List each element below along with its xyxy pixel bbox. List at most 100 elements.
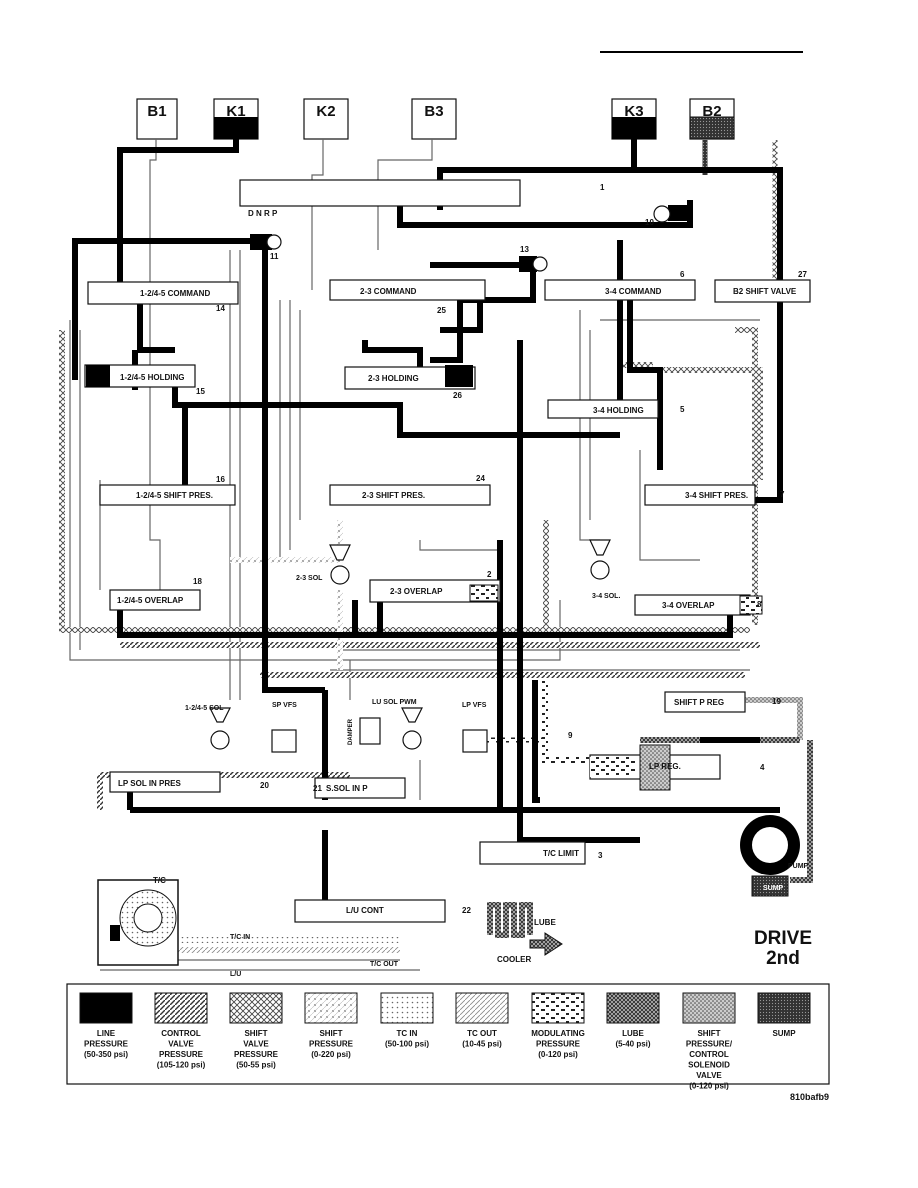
valve-1245-command: 1-2/4-5 COMMAND xyxy=(140,289,210,298)
valve-23-shift-pres: 2-3 SHIFT PRES. xyxy=(362,491,425,500)
legend-swatch-spcs xyxy=(682,992,736,1024)
valve-lp-reg: LP REG. xyxy=(649,762,681,771)
selector-positions: D N R P xyxy=(248,209,278,218)
legend-label-3-2: (0-220 psi) xyxy=(311,1050,351,1059)
legend-swatch-line xyxy=(79,992,133,1024)
callout-14: 14 xyxy=(216,304,225,313)
sol-1245: 1-2/4-5 SOL xyxy=(185,705,224,712)
legend-label-1-0: CONTROL xyxy=(161,1029,201,1038)
callout-13: 13 xyxy=(520,245,529,254)
legend-label-8-2: CONTROL xyxy=(689,1050,729,1059)
callout-16: 16 xyxy=(216,475,225,484)
callout-21: 21 xyxy=(313,784,322,793)
legend-label-0-1: PRESSURE xyxy=(84,1040,129,1049)
valve-23-command: 2-3 COMMAND xyxy=(360,287,417,296)
clutch-b2 xyxy=(689,98,735,140)
lu-label: L/U xyxy=(230,971,241,978)
callout-25: 25 xyxy=(437,306,446,315)
legend-label-4-1: (50-100 psi) xyxy=(385,1040,429,1049)
valve-23-holding: 2-3 HOLDING xyxy=(368,374,419,383)
legend-label-2-2: PRESSURE xyxy=(234,1050,279,1059)
sol-23: 2-3 SOL xyxy=(296,575,323,582)
clutch-label-b3: B3 xyxy=(424,103,443,120)
legend-label-8-5: (0-120 psi) xyxy=(689,1082,729,1091)
cooler-label: COOLER xyxy=(497,955,531,964)
legend-label-5-1: (10-45 psi) xyxy=(462,1040,502,1049)
legend-label-1-1: VALVE xyxy=(168,1040,194,1049)
callout-15: 15 xyxy=(196,387,205,396)
mode-title: DRIVE xyxy=(754,928,812,949)
pump xyxy=(740,815,800,897)
legend-label-0-2: (50-350 psi) xyxy=(84,1050,128,1059)
figure-id: 810bafb9 xyxy=(790,1092,829,1102)
valve-23-overlap: 2-3 OVERLAP xyxy=(390,587,443,596)
callout-8: 8 xyxy=(757,600,762,609)
text-labels: B1 K1 K2 B3 K3 B2 D N R P 1-2/4-5 COMMAN… xyxy=(117,103,812,978)
legend-swatch-shift-valve xyxy=(229,992,283,1024)
legend-swatch-shift xyxy=(304,992,358,1024)
legend-swatch-modulating xyxy=(531,992,585,1024)
clutch-label-k1: K1 xyxy=(226,103,245,120)
legend-label-2-0: SHIFT xyxy=(244,1029,267,1038)
callout-2: 2 xyxy=(487,570,492,579)
callout-24: 24 xyxy=(476,474,485,483)
valve-lu-cont: L/U CONT xyxy=(346,906,384,915)
callout-3: 3 xyxy=(598,851,603,860)
callout-18: 18 xyxy=(193,577,202,586)
cooler xyxy=(487,902,563,956)
callout-19: 19 xyxy=(772,697,781,706)
legend-label-4-0: TC IN xyxy=(397,1029,418,1038)
legend-label-6-0: MODULATING xyxy=(531,1029,585,1038)
legend xyxy=(66,983,830,1085)
legend-label-7-1: (5-40 psi) xyxy=(615,1040,650,1049)
legend-swatch-sump xyxy=(757,992,811,1024)
pattern-passages xyxy=(59,140,813,953)
clutch-k2 xyxy=(303,98,349,140)
clutch-b1 xyxy=(136,98,178,140)
solenoids xyxy=(209,539,611,753)
lube-label: LUBE xyxy=(534,918,556,927)
pump-label: PUMP xyxy=(788,863,809,870)
legend-label-8-4: VALVE xyxy=(696,1071,722,1080)
valve-34-overlap: 3-4 OVERLAP xyxy=(662,601,715,610)
valve-34-shift-pres: 3-4 SHIFT PRES. xyxy=(685,491,748,500)
tc-label: T/C xyxy=(153,876,166,885)
tc-in-label: T/C IN xyxy=(230,934,250,941)
legend-swatch-tc-out xyxy=(455,992,509,1024)
legend-label-8-1: PRESSURE/ xyxy=(686,1040,733,1049)
legend-label-3-1: PRESSURE xyxy=(309,1040,354,1049)
clutch-label-b2: B2 xyxy=(702,103,721,120)
valve-b2-shift: B2 SHIFT VALVE xyxy=(733,287,797,296)
legend-label-6-1: PRESSURE xyxy=(536,1040,581,1049)
legend-swatch-tc-in xyxy=(380,992,434,1024)
legend-label-1-3: (105-120 psi) xyxy=(157,1061,206,1070)
legend-swatch-lube xyxy=(606,992,660,1024)
legend-label-9-0: SUMP xyxy=(772,1029,796,1038)
sol-lp-vfs: LP VFS xyxy=(462,702,487,709)
valve-s-sol-in-p: S.SOL IN P xyxy=(326,784,368,793)
callout-7: 7 xyxy=(780,490,785,499)
sol-sp-vfs: SP VFS xyxy=(272,702,297,709)
legend-label-0-0: LINE xyxy=(97,1029,116,1038)
clutch-label-b1: B1 xyxy=(147,103,166,120)
legend-label-2-1: VALVE xyxy=(243,1040,269,1049)
sol-34: 3-4 SOL. xyxy=(592,593,620,600)
callout-5: 5 xyxy=(680,405,685,414)
tc-out-label: T/C OUT xyxy=(370,961,399,968)
valve-1245-shift-pres: 1-2/4-5 SHIFT PRES. xyxy=(136,491,213,500)
callout-26: 26 xyxy=(453,391,462,400)
valve-bodies xyxy=(84,179,811,923)
callout-22: 22 xyxy=(462,906,471,915)
clutch-k1 xyxy=(213,98,259,140)
valve-1245-overlap: 1-2/4-5 OVERLAP xyxy=(117,596,184,605)
valve-34-holding: 3-4 HOLDING xyxy=(593,406,644,415)
sump-label: SUMP xyxy=(763,885,784,892)
callout-4: 4 xyxy=(760,763,765,772)
clutch-label-k3: K3 xyxy=(624,103,643,120)
legend-label-5-0: TC OUT xyxy=(467,1029,497,1038)
callout-11: 11 xyxy=(270,252,279,261)
legend-swatch-control-valve xyxy=(154,992,208,1024)
clutch-b3 xyxy=(411,98,457,140)
